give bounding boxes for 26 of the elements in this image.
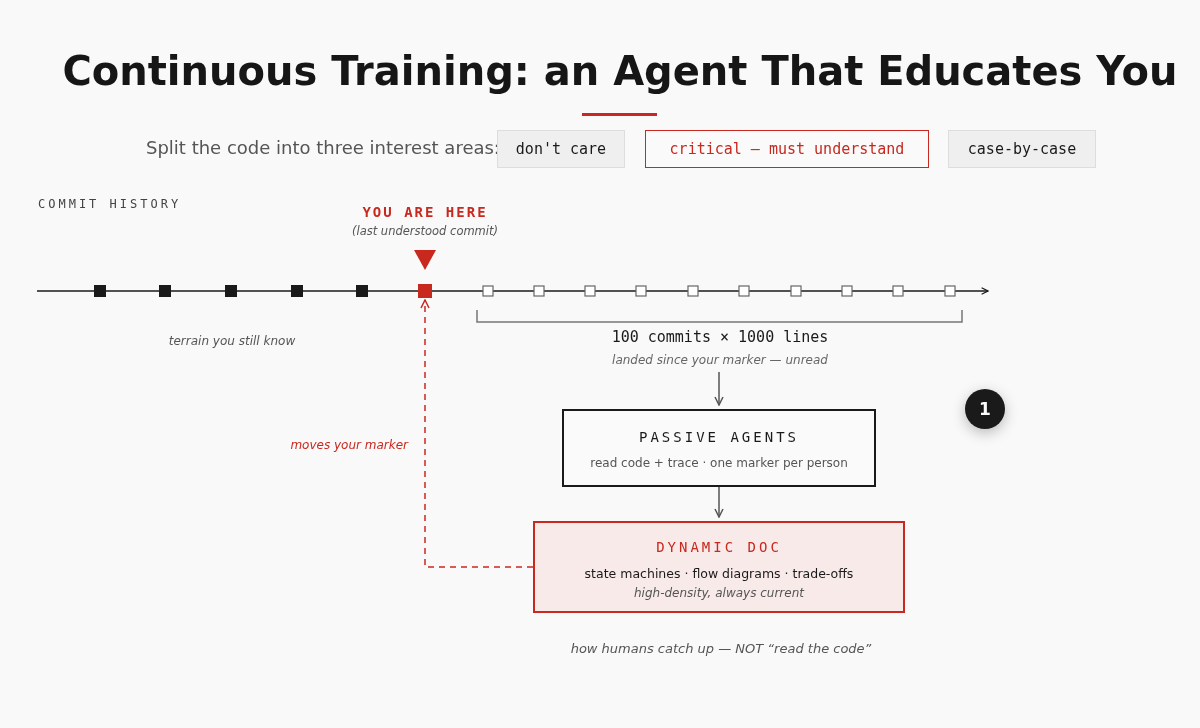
process-box [562, 409, 876, 487]
callout-number: 1 [965, 389, 1005, 429]
category-chip [948, 130, 1096, 168]
intro-text: Split the code into three interest areas: [146, 137, 500, 158]
section-label: COMMIT HISTORY [38, 197, 182, 211]
arrow [420, 299, 534, 568]
category-chip [497, 130, 625, 168]
box-title: DYNAMIC DOC [655, 539, 783, 555]
title: Continuous Training: an Agent That Educates You [62, 48, 1178, 94]
caption-text: terrain you still know [167, 334, 297, 348]
chip-label: critical — must understand [668, 140, 906, 158]
caption-text: landed since your marker — unread [611, 353, 829, 367]
marker-caption: (last understood commit) [350, 224, 499, 238]
marker-label: YOU ARE HERE [361, 204, 489, 220]
box-description: read code + trace · one marker per person [589, 456, 849, 470]
stat-text: 100 commits × 1000 lines [610, 328, 830, 346]
arrow [714, 486, 724, 518]
category-chip [645, 130, 929, 168]
box-title: PASSIVE AGENTS [638, 429, 800, 445]
arrow [714, 371, 724, 406]
caption-text: how humans catch up — NOT “read the code” [569, 641, 873, 656]
chip-label: case-by-case [966, 140, 1078, 158]
box-description: state machines · flow diagrams · trade-offs [583, 566, 855, 581]
box-note: high-density, always current [633, 586, 806, 600]
edge-label: moves your marker [289, 438, 408, 452]
chip-label: don't care [514, 140, 608, 158]
